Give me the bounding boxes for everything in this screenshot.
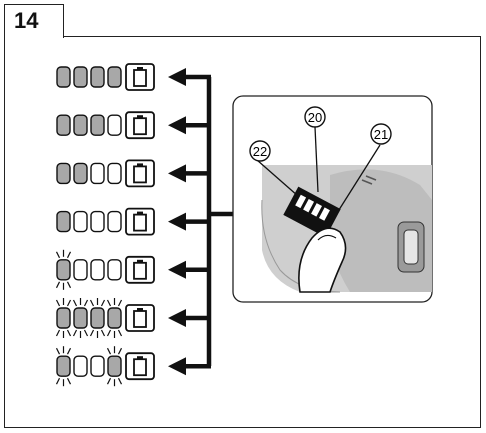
level-segment (107, 307, 122, 329)
indicator-row (56, 207, 211, 236)
indicator-row (55, 249, 211, 290)
level-segment (73, 162, 88, 185)
indicator-row (55, 298, 211, 338)
camera-inset: 22 20 21 (232, 95, 433, 303)
battery-icon (133, 117, 147, 136)
level-segment (73, 66, 88, 88)
level-segment (73, 307, 88, 329)
callout-22: 22 (249, 140, 271, 162)
blink-ray (106, 377, 112, 385)
level-segment (90, 307, 105, 329)
battery-icon (133, 261, 147, 280)
finger (298, 227, 347, 293)
figure-number-tab (4, 4, 64, 38)
level-segment (90, 114, 105, 136)
blink-ray (55, 251, 61, 259)
svg-text:21: 21 (374, 127, 388, 142)
level-segment (107, 114, 122, 136)
battery-icon (133, 358, 147, 377)
svg-text:22: 22 (253, 144, 267, 159)
level-segment (107, 259, 122, 281)
arrow-head (168, 357, 186, 376)
battery-terminal (137, 163, 143, 167)
blink-ray (66, 347, 72, 355)
battery-terminal (137, 308, 143, 311)
level-segment (73, 114, 88, 136)
level-segment (56, 210, 71, 233)
blink-ray (83, 299, 89, 307)
blink-ray (66, 377, 72, 385)
lcd-panel (283, 186, 341, 238)
blink-ray (66, 299, 72, 307)
blink-ray (89, 329, 95, 337)
arrow-head (168, 116, 186, 135)
blink-ray (55, 329, 61, 337)
level-segment (90, 259, 105, 281)
svg-text:20: 20 (308, 110, 322, 125)
battery-terminal (137, 115, 143, 119)
battery-terminal (137, 211, 143, 215)
blink-ray (72, 329, 78, 337)
level-segment (107, 210, 122, 233)
battery-icon (133, 213, 147, 232)
blink-ray (106, 347, 112, 355)
level-segment (56, 162, 71, 185)
level-segment (90, 210, 105, 233)
blink-ray (117, 377, 123, 385)
blink-ray (117, 347, 123, 355)
blink-ray (66, 281, 72, 289)
level-segment (73, 210, 88, 233)
blink-ray (55, 299, 61, 307)
battery-icon (133, 165, 147, 184)
battery-terminal (137, 67, 143, 70)
blink-ray (100, 329, 106, 337)
indicator-rows (55, 63, 211, 387)
level-segment (56, 307, 71, 329)
battery-terminal (137, 259, 143, 263)
level-segment (90, 162, 105, 185)
arrow-head (168, 260, 186, 279)
blink-ray (117, 329, 123, 337)
level-segment (56, 259, 71, 281)
arrow-head (168, 68, 186, 86)
level-segment (90, 355, 105, 377)
blink-ray (55, 281, 61, 289)
callout-21: 21 (370, 123, 392, 145)
arrow-head (168, 164, 186, 183)
arrow-head (168, 309, 186, 327)
callout-20: 20 (304, 106, 326, 128)
blink-ray (106, 299, 112, 307)
figure-frame (4, 36, 481, 428)
blink-ray (55, 377, 61, 385)
level-segment (56, 66, 71, 88)
indicator-row (56, 63, 211, 91)
level-segment (107, 162, 122, 185)
level-segment (107, 66, 122, 88)
blink-ray (117, 299, 123, 307)
blink-ray (55, 347, 61, 355)
indicator-row (56, 111, 211, 140)
battery-terminal (137, 356, 143, 360)
blink-ray (83, 329, 89, 337)
arrow-head (168, 212, 186, 231)
level-segment (73, 355, 88, 377)
level-segment (56, 114, 71, 136)
battery-icon (133, 310, 147, 328)
level-segment (73, 259, 88, 281)
figure-number: 14 (14, 8, 39, 33)
level-segment (56, 355, 71, 377)
level-segment (90, 66, 105, 88)
indicator-row (56, 159, 211, 188)
indicator-row (55, 346, 211, 387)
battery-icon (133, 69, 147, 87)
blink-ray (89, 299, 95, 307)
level-segment (107, 355, 122, 377)
blink-ray (106, 329, 112, 337)
blink-ray (66, 251, 72, 259)
blink-ray (72, 299, 78, 307)
blink-ray (66, 329, 72, 337)
blink-ray (100, 299, 106, 307)
